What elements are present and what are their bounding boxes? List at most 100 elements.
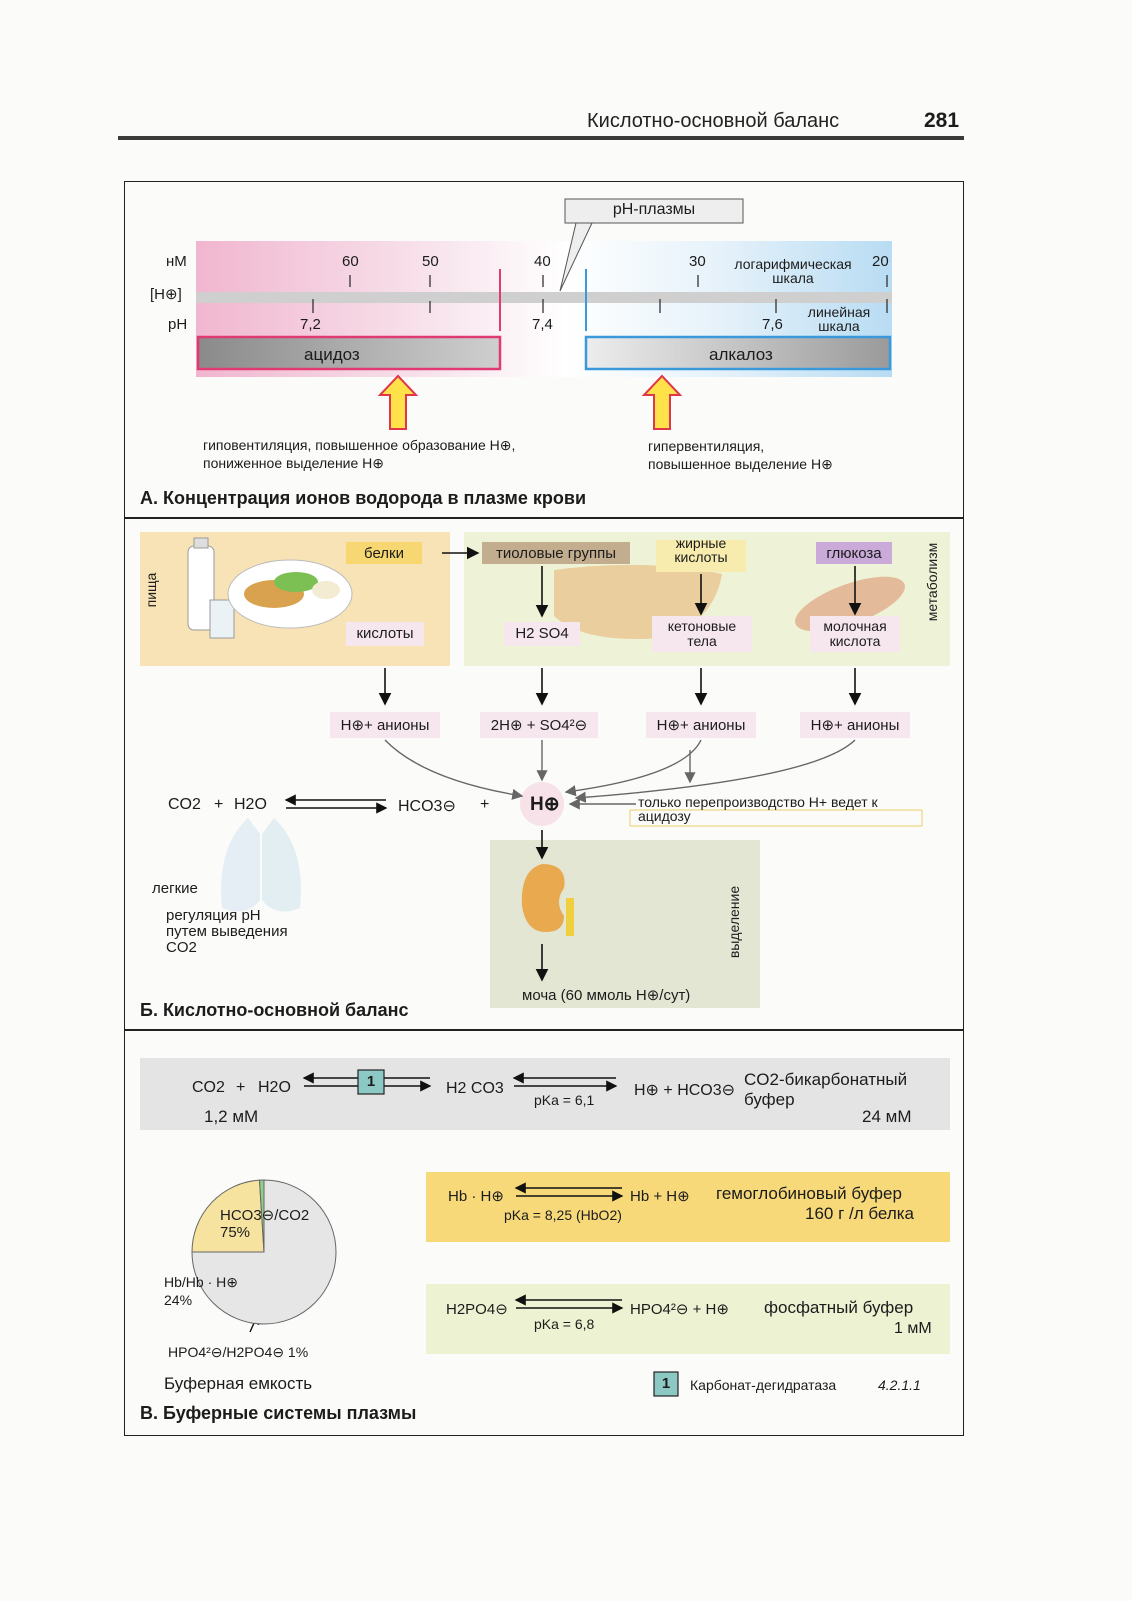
nm-tick-label: 50 (422, 253, 439, 270)
glucose-label: глюкоза (826, 545, 882, 562)
alkalosis-label: алкалоз (709, 345, 773, 364)
enzyme-number: 1 (366, 1073, 376, 1090)
bicarb-co2: CO2 (192, 1079, 225, 1096)
bicarb-h2o: H2O (258, 1079, 291, 1096)
pie-label-phosphate: HPO4²⊖/H2PO4⊖ 1% (168, 1344, 309, 1360)
pka-phosphate: pKa = 6,8 (534, 1316, 595, 1332)
hco3-formula: HCO3⊖ (398, 798, 456, 815)
h-anions-label: H⊕+ анионы (810, 717, 900, 734)
acidosis-causes: гиповентиляция, повышенное образование H… (203, 437, 516, 453)
panel-a-caption: А. Концентрация ионов водорода в плазме … (140, 488, 587, 508)
nm-tick-label: 30 (689, 253, 706, 270)
phosphate-concentration: 1 мМ (894, 1320, 932, 1337)
hb-h-formula: Hb · H⊕ (448, 1188, 504, 1205)
arrow-up-icon (377, 374, 419, 430)
pka-hemoglobin: pKa = 8,25 (HbO2) (504, 1207, 622, 1223)
row-label-h: [H⊕] (150, 286, 182, 303)
linear-scale-label: линейная шкала (807, 304, 871, 334)
hb-plus-h-formula: Hb + H⊕ (630, 1188, 690, 1205)
panel-a (124, 181, 964, 518)
lungs-icon (221, 818, 301, 912)
alkalosis-causes: гипервентиляция, (648, 438, 765, 454)
co2-concentration: 1,2 мМ (204, 1107, 259, 1126)
panel-c (124, 1030, 964, 1436)
milk-bottle-icon (187, 537, 215, 631)
h2co3-formula: H2 CO3 (446, 1080, 504, 1097)
nm-tick-label: 40 (534, 253, 551, 270)
buffer-capacity-pie (191, 1179, 337, 1325)
food-plate-icon (227, 559, 353, 629)
legend-enzyme-box (653, 1371, 679, 1397)
lungs-label: легкие (152, 880, 198, 897)
h-hco3-formula: H⊕ + HCO3⊖ (634, 1082, 736, 1099)
pie-slice-hemoglobin (191, 1179, 265, 1253)
row-label-nm: нМ (166, 253, 187, 270)
plus-sign: + (236, 1079, 246, 1096)
bicarbonate-buffer-band (140, 1058, 950, 1130)
alkalosis-causes: повышенное выделение H⊕ (648, 456, 833, 472)
pie-pct-bicarbonate: 75% (220, 1224, 251, 1241)
hemoglobin-buffer-band (426, 1172, 950, 1242)
legend-number: 1 (661, 1375, 671, 1392)
alkalosis-zone (584, 335, 892, 371)
page-number: 281 (924, 109, 960, 132)
hemoglobin-buffer-name: гемоглобиновый буфер (716, 1184, 902, 1203)
thiol-groups-label: тиоловые группы (496, 545, 616, 562)
panel-b-caption: Б. Кислотно-основной баланс (140, 1000, 409, 1020)
glass-icon (209, 599, 235, 639)
legend-enzyme-name: Карбонат-дегидратаза (690, 1377, 837, 1393)
ph-callout-label: pH-плазмы (612, 201, 696, 218)
running-header-title: Кислотно-основной баланс (587, 110, 840, 132)
metabolism-label: метаболизм (924, 542, 940, 622)
kidney-icon (521, 864, 574, 936)
phosphate-buffer-name: фосфатный буфер (764, 1298, 914, 1317)
phosphate-buffer-band (426, 1284, 950, 1354)
plus-sign: + (214, 796, 224, 813)
h-concentration-band (196, 292, 892, 303)
panel-b (124, 518, 964, 1030)
fatty-acids-label: жирные кислоты (674, 535, 728, 565)
panel-c-caption: В. Буферные системы плазмы (140, 1403, 417, 1423)
food-label: пища (143, 572, 159, 608)
ph-tick-label: 7,4 (532, 316, 553, 333)
h2so4-label: H2 SO4 (515, 625, 569, 642)
overproduction-note: только перепроизводство H+ ведет к ацидо… (638, 794, 878, 824)
legend-enzyme-ec: 4.2.1.1 (878, 1377, 921, 1393)
h-ion: H⊕ (530, 794, 560, 815)
regulation-text: регуляция рН путем выведения CO2 (166, 907, 288, 956)
h-sulfate-label: 2H⊕ + SO4²⊖ (490, 717, 588, 734)
bicarbonate-buffer-name: CO2-бикарбонатный буфер (744, 1070, 908, 1109)
pka-bicarbonate: pKa = 6,1 (534, 1092, 595, 1108)
ph-scale-figure (196, 198, 892, 430)
h2o-formula: H2O (234, 796, 267, 813)
h-anions-label: H⊕+ анионы (340, 717, 430, 734)
hpo4-h-formula: HPO4²⊖ + H⊕ (630, 1301, 729, 1318)
buffer-systems-figure (140, 1058, 950, 1397)
h-anions-label: H⊕+ анионы (656, 717, 746, 734)
enzyme-box (357, 1069, 385, 1095)
acidosis-causes: пониженное выделение H⊕ (203, 455, 385, 471)
pie-slice-phosphate (258, 1179, 265, 1253)
acid-base-figure (140, 532, 950, 1008)
urine-label: моча (60 ммоль H⊕/сут) (522, 987, 691, 1004)
ph-tick-label: 7,6 (762, 316, 783, 333)
plus-sign: + (480, 796, 490, 813)
row-label-ph: pH (168, 316, 188, 333)
co2-formula: CO2 (168, 796, 201, 813)
acids-label: кислоты (356, 625, 414, 642)
header-rule (118, 136, 964, 140)
ph-tick-label: 7,2 (300, 316, 321, 333)
lactic-acid-label: молочная кислота (823, 618, 887, 649)
arrow-up-icon (641, 374, 683, 430)
buffer-capacity-title: Буферная емкость (164, 1374, 313, 1393)
h2po4-formula: H2PO4⊖ (446, 1301, 508, 1318)
acidosis-zone (196, 335, 502, 371)
acidosis-label: ацидоз (304, 345, 360, 364)
pie-label-hemoglobin: Hb/Hb · H⊕ (164, 1274, 238, 1290)
excretion-label: выделение (726, 885, 742, 959)
nm-tick-label: 60 (342, 253, 359, 270)
pie-pct-hemoglobin: 24% (164, 1292, 193, 1308)
pie-label-bicarbonate: HCO3⊖/CO2 (220, 1207, 310, 1224)
hemoglobin-concentration: 160 г /л белка (805, 1204, 914, 1223)
overproduction-note-frame (629, 809, 923, 827)
